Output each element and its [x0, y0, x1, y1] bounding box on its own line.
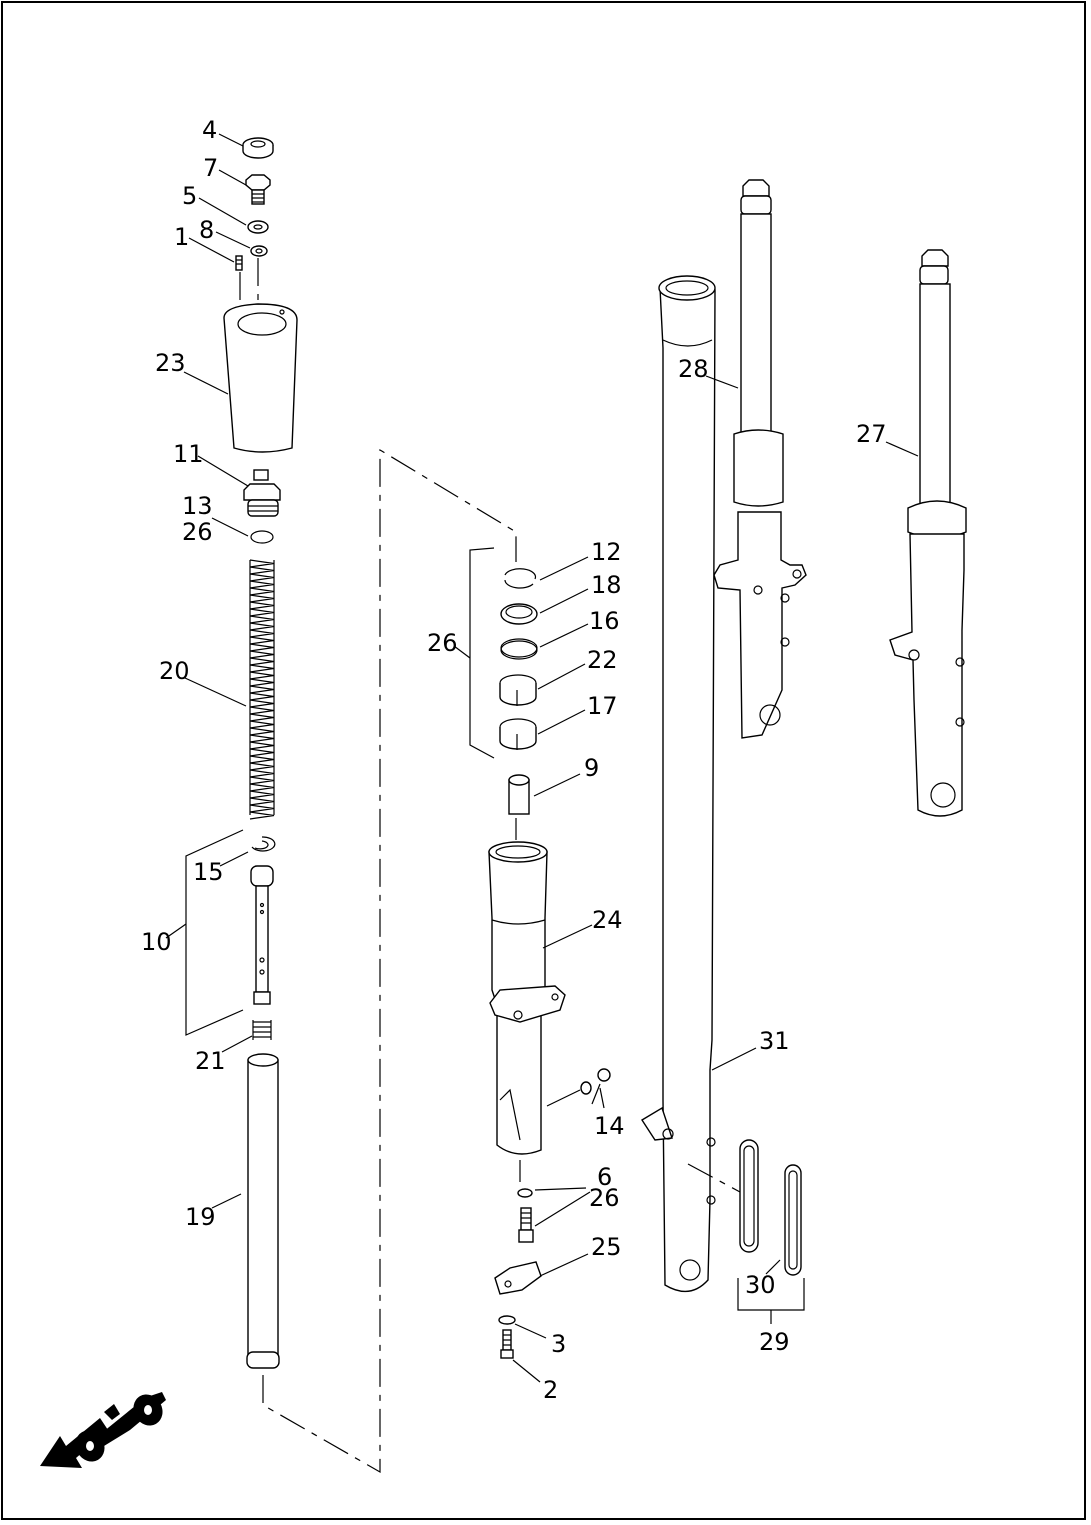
callout-labels: 4 7 5 8 1 23 11 13 26 20 15 10 21 19 12 …	[141, 116, 887, 1404]
label-5: 5	[182, 182, 197, 210]
label-31: 31	[759, 1027, 790, 1055]
label-10: 10	[141, 928, 172, 956]
label-19: 19	[185, 1203, 216, 1231]
axis-line-right	[687, 1163, 741, 1193]
label-18: 18	[591, 571, 622, 599]
part-5-washer	[247, 220, 269, 234]
part-25-clamp	[494, 1261, 542, 1295]
label-25: 25	[591, 1233, 622, 1261]
bracket-29	[737, 1278, 805, 1324]
part-21-spring	[252, 1020, 272, 1040]
label-26-center: 26	[427, 629, 458, 657]
label-22: 22	[587, 646, 618, 674]
axis-line-top	[239, 258, 259, 312]
part-14-screws	[580, 1068, 611, 1095]
part-3-washer	[498, 1315, 516, 1325]
part-18-seal	[500, 603, 538, 625]
part-22-bushing	[499, 674, 537, 706]
part-10-rod	[250, 865, 274, 1005]
part-28-fork-assembly	[713, 179, 807, 739]
label-1: 1	[174, 223, 189, 251]
part-1-screw	[235, 255, 243, 271]
bracket-26	[469, 547, 495, 759]
part-4-cap-nut	[242, 137, 274, 159]
part-2-screw	[500, 1329, 514, 1359]
part-9-bushing	[508, 774, 530, 815]
label-7: 7	[203, 154, 218, 182]
part-27-fork-assembly	[889, 249, 967, 817]
label-8: 8	[199, 216, 214, 244]
part-6-washer	[517, 1188, 533, 1198]
label-11: 11	[173, 440, 204, 468]
label-21: 21	[195, 1047, 226, 1075]
part-24-slider	[488, 841, 566, 1155]
label-13: 13	[182, 492, 213, 520]
part-30-seals	[739, 1139, 802, 1276]
label-3: 3	[551, 1330, 566, 1358]
leader-lines	[165, 133, 919, 1383]
label-17: 17	[587, 692, 618, 720]
part-11-adjuster	[243, 469, 281, 517]
part-16-ring	[500, 638, 538, 660]
part-15-clip	[251, 836, 276, 852]
label-28: 28	[678, 355, 709, 383]
part-8-washer	[250, 245, 268, 257]
label-12: 12	[591, 538, 622, 566]
part-12-ring	[504, 568, 537, 589]
label-6: 6	[597, 1163, 612, 1191]
assembly-path-line	[262, 448, 517, 1474]
label-14: 14	[594, 1112, 625, 1140]
label-27: 27	[856, 420, 887, 448]
label-4: 4	[202, 116, 217, 144]
part-23-cover	[223, 303, 298, 453]
label-30: 30	[745, 1271, 776, 1299]
part-26-bolt	[518, 1207, 534, 1243]
part-17-bushing	[499, 718, 537, 750]
part-26-oring	[250, 530, 274, 544]
label-24: 24	[592, 906, 623, 934]
label-26-lower: 26	[589, 1184, 620, 1212]
label-16: 16	[589, 607, 620, 635]
label-26-left: 26	[182, 518, 213, 546]
part-20-spring	[249, 559, 275, 820]
motorcycle-front-arrow-icon	[40, 1392, 166, 1468]
label-29: 29	[759, 1328, 790, 1356]
part-31-lower-slider	[641, 275, 716, 1293]
part-7-bolt	[245, 174, 271, 205]
label-23: 23	[155, 349, 186, 377]
label-9: 9	[584, 754, 599, 782]
bracket-10	[185, 829, 244, 1036]
part-19-tube	[246, 1053, 280, 1369]
label-20: 20	[159, 657, 190, 685]
label-15: 15	[193, 858, 224, 886]
label-2: 2	[543, 1376, 558, 1404]
